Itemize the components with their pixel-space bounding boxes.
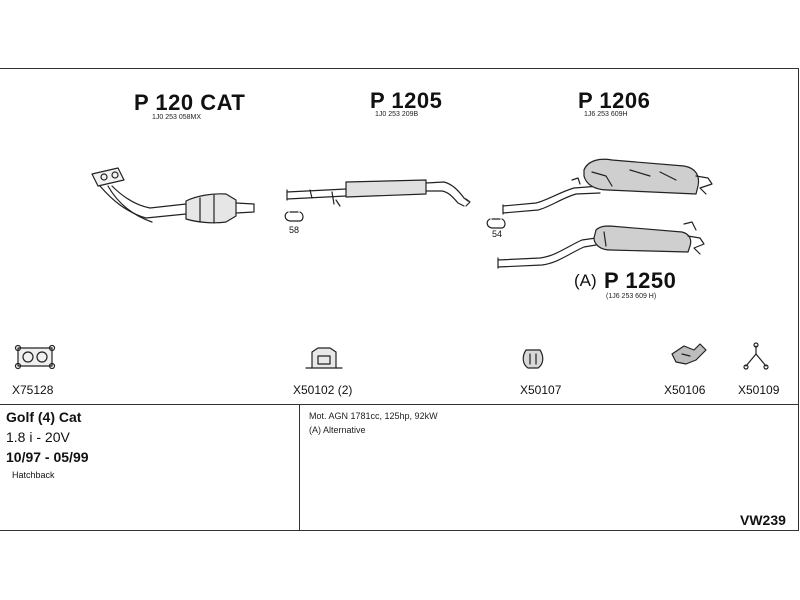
clamp-58-icon <box>284 211 304 222</box>
accessory-label-x50106: X50106 <box>664 383 706 397</box>
oem-number-p1205: 1J0 253 209B <box>375 111 419 118</box>
alternative-note: (A) Alternative <box>309 425 366 435</box>
y-hanger-icon <box>743 342 769 370</box>
accessory-label-x50102: X50102 (2) <box>293 383 353 397</box>
vehicle-years: 10/97 - 05/99 <box>6 449 89 465</box>
alternative-silencer-drawing <box>497 221 705 269</box>
info-column-divider <box>299 404 300 531</box>
part-code-p1205: P 1205 <box>370 88 443 113</box>
oem-number-p120: 1J0 253 058MX <box>152 114 202 121</box>
accessory-label-x75128: X75128 <box>12 383 54 397</box>
diagram-code: VW239 <box>740 512 786 528</box>
clamp-label-58: 58 <box>289 225 300 235</box>
oem-number-p1250: (1J6 253 609 H) <box>606 293 657 300</box>
engine-spec-note: Mot. AGN 1781cc, 125hp, 92kW <box>309 411 438 421</box>
rubber-hanger-icon <box>522 349 544 369</box>
part-code-p1250: P 1250 <box>604 268 677 293</box>
oem-number-p1206: 1J6 253 609H <box>584 111 628 118</box>
info-divider <box>0 404 799 405</box>
mount-bracket-icon <box>305 347 343 369</box>
clamp-label-54: 54 <box>492 229 503 239</box>
middle-silencer-drawing <box>286 179 471 207</box>
catalytic-converter-drawing <box>91 167 255 224</box>
diagram-frame <box>0 68 799 531</box>
rear-silencer-drawing <box>502 158 713 215</box>
part-code-p1206: P 1206 <box>578 88 651 113</box>
clamp-54-icon <box>486 218 506 229</box>
accessory-label-x50107: X50107 <box>520 383 562 397</box>
hanger-clip-icon <box>671 343 707 365</box>
part-code-p120: P 120 CAT <box>134 90 246 115</box>
vehicle-engine: 1.8 i - 20V <box>6 429 70 445</box>
gasket-icon <box>14 344 56 370</box>
alternative-marker: (A) <box>574 271 597 290</box>
accessory-label-x50109: X50109 <box>738 383 780 397</box>
vehicle-model: Golf (4) Cat <box>6 409 82 425</box>
vehicle-body: Hatchback <box>12 470 55 480</box>
